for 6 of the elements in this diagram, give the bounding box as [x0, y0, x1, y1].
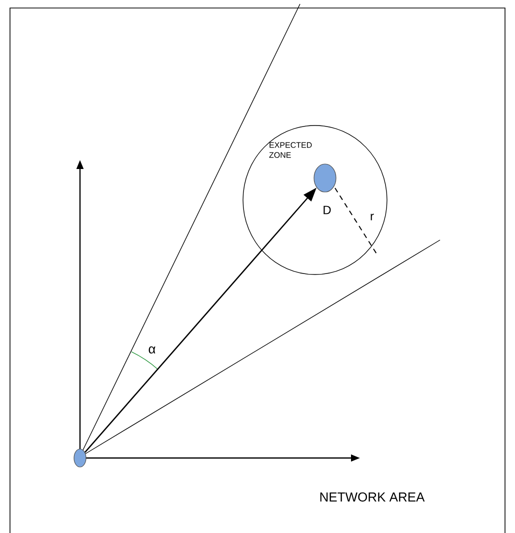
point-marker — [314, 164, 336, 192]
point-label: D — [324, 206, 331, 214]
radius-label: r — [370, 214, 374, 220]
angle-label: α — [148, 346, 156, 354]
point-marker — [74, 448, 86, 468]
area-label: NETWORK AREA — [320, 492, 425, 502]
